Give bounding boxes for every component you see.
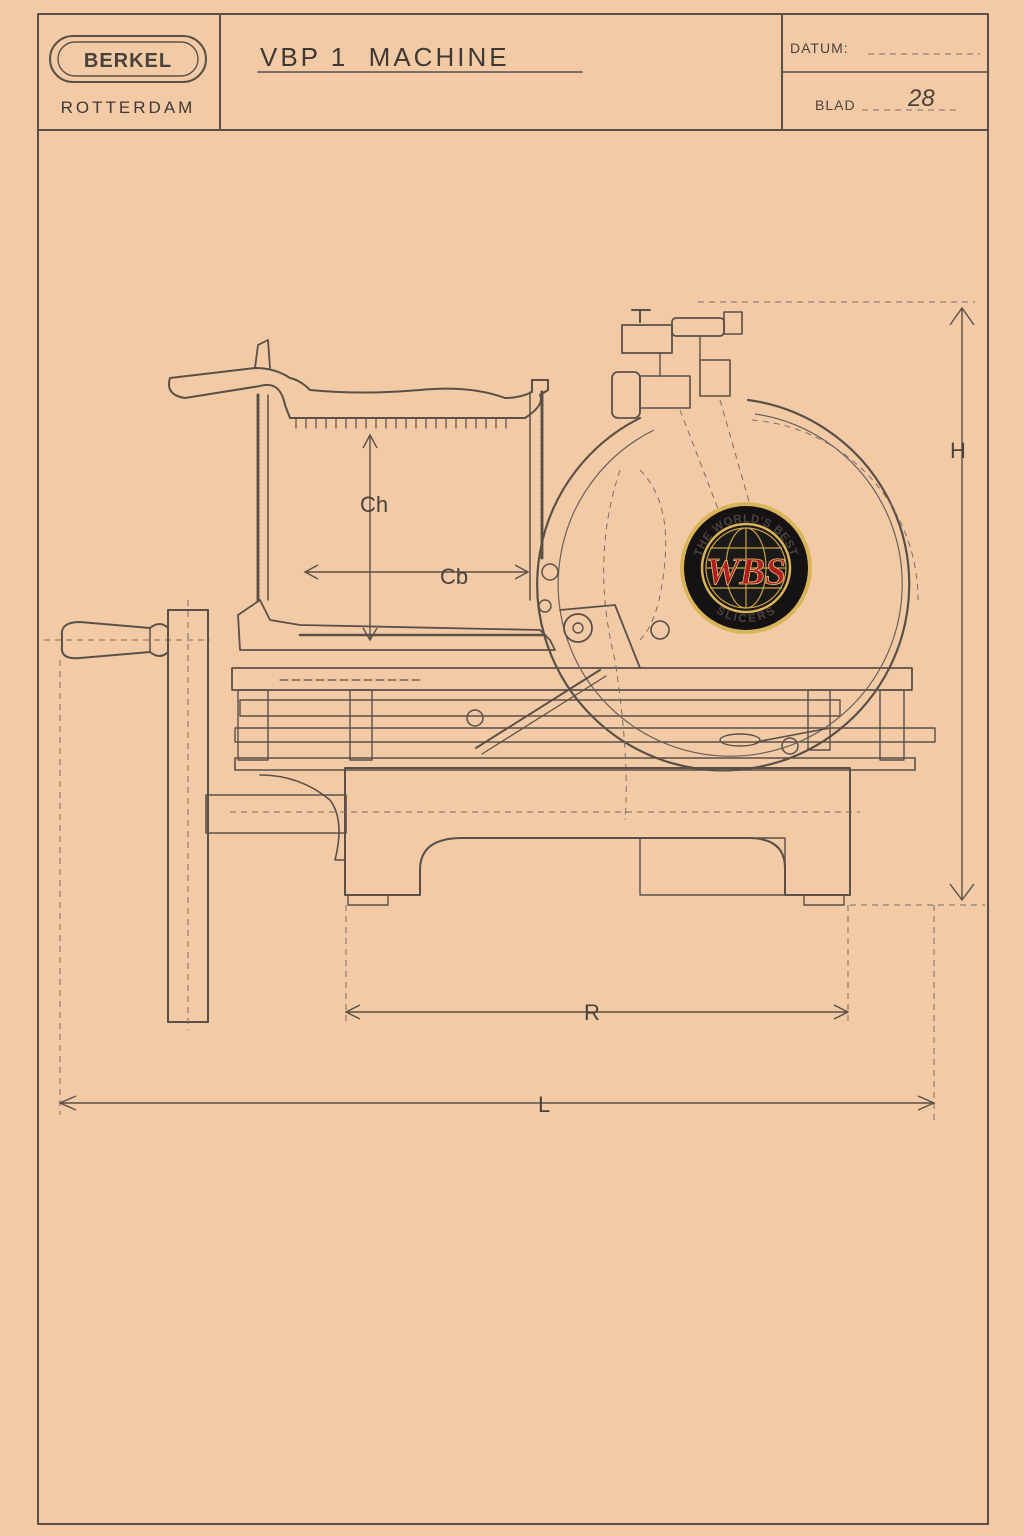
dim-label-ch: Ch xyxy=(360,492,388,517)
blad-label: BLAD xyxy=(815,97,856,113)
berkel-logo: BERKEL xyxy=(49,35,207,83)
city-label: ROTTERDAM xyxy=(61,98,196,117)
feed-mechanism xyxy=(466,563,831,755)
blad-value: 28 xyxy=(907,85,935,112)
dim-label-cb: Cb xyxy=(440,564,468,589)
dimension-l: L xyxy=(58,660,936,1125)
machine-base xyxy=(205,767,860,906)
dim-label-h: H xyxy=(950,438,966,463)
drawing-title: VBP 1 MACHINE xyxy=(260,42,510,72)
badge-monogram: WBS xyxy=(706,551,786,593)
product-carriage xyxy=(168,339,556,651)
flywheel-side-view xyxy=(167,600,209,1030)
globe-grid xyxy=(705,527,787,609)
dimension-r: R xyxy=(344,905,850,1025)
dim-label-l: L xyxy=(538,1092,550,1117)
logo-text: BERKEL xyxy=(84,50,172,72)
dimension-cb: Cb xyxy=(303,564,530,589)
slicer-machine-drawing: Ch Cb xyxy=(44,301,985,1125)
dimension-h: H xyxy=(698,301,985,906)
wbs-emblem: WBS THE WORLD'S BEST SLICERS xyxy=(680,502,812,634)
drawing-frame xyxy=(37,13,989,1525)
dimension-ch: Ch xyxy=(360,433,388,642)
machine-rails xyxy=(231,667,936,771)
datum-label: DATUM: xyxy=(790,40,849,56)
dim-label-r: R xyxy=(584,1000,600,1025)
